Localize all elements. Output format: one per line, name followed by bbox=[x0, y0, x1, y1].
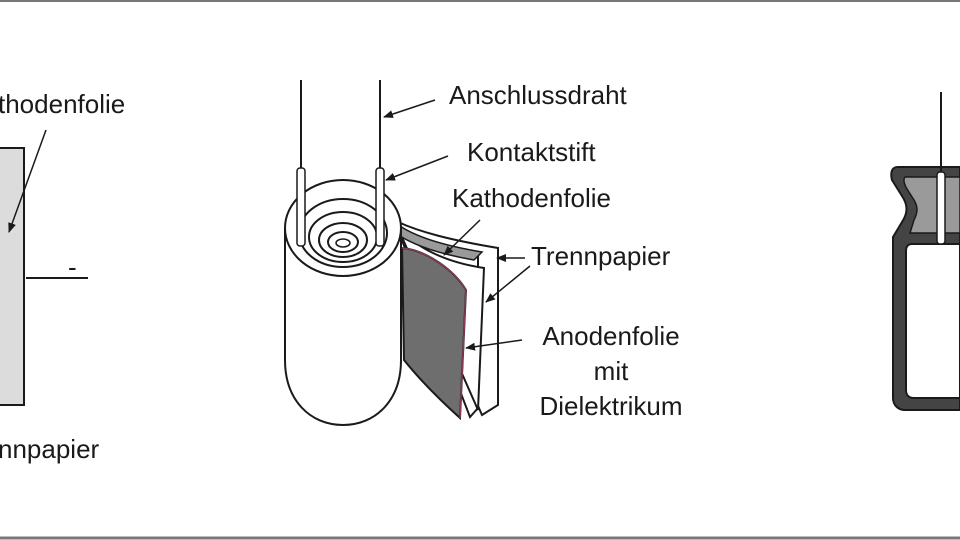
can-seal bbox=[903, 176, 960, 234]
anschlussdraht-label: Anschlussdraht bbox=[449, 80, 628, 110]
anodenfolie-pointer bbox=[465, 339, 523, 351]
contact-pin-right bbox=[375, 167, 385, 247]
roll-top bbox=[284, 179, 402, 277]
anodenfolie-label-line1: Anodenfolie bbox=[542, 321, 679, 351]
spiral-ring-4 bbox=[327, 231, 359, 253]
kontaktstift-label: Kontaktstift bbox=[467, 137, 596, 167]
anode-foil-edge bbox=[401, 247, 467, 419]
left-minus-label: - bbox=[68, 252, 77, 282]
anodenfolie-label-line2: mit bbox=[594, 356, 629, 386]
contact-pin-left bbox=[296, 167, 306, 247]
trennpapier-pointer-2 bbox=[485, 265, 531, 303]
can-interior bbox=[905, 243, 960, 399]
middle-pointers bbox=[383, 99, 531, 351]
left-panel: thodenfolie - nnpapier bbox=[0, 89, 125, 464]
left-cathode-foil bbox=[0, 147, 25, 406]
anodenfolie-label-line3: Dielektrikum bbox=[539, 391, 682, 421]
anschlussdraht-pointer bbox=[383, 99, 436, 118]
capacitor-can bbox=[890, 92, 960, 411]
trennpapier-label: Trennpapier bbox=[531, 241, 671, 271]
kathodenfolie-label: Kathodenfolie bbox=[452, 183, 611, 213]
kathodenfolie-pointer bbox=[443, 219, 481, 256]
kontaktstift-pointer bbox=[385, 155, 449, 181]
spiral-core bbox=[335, 238, 351, 248]
spiral-ring-3 bbox=[318, 222, 368, 258]
cathode-foil-strip bbox=[399, 224, 484, 261]
can-contact-pin bbox=[936, 171, 946, 245]
roll-body bbox=[284, 227, 402, 427]
left-kathodenfolie-pointer bbox=[8, 129, 47, 233]
left-trennpapier-label: nnpapier bbox=[0, 434, 100, 464]
wound-capacitor bbox=[284, 80, 499, 427]
left-kathodenfolie-label: thodenfolie bbox=[0, 89, 125, 119]
